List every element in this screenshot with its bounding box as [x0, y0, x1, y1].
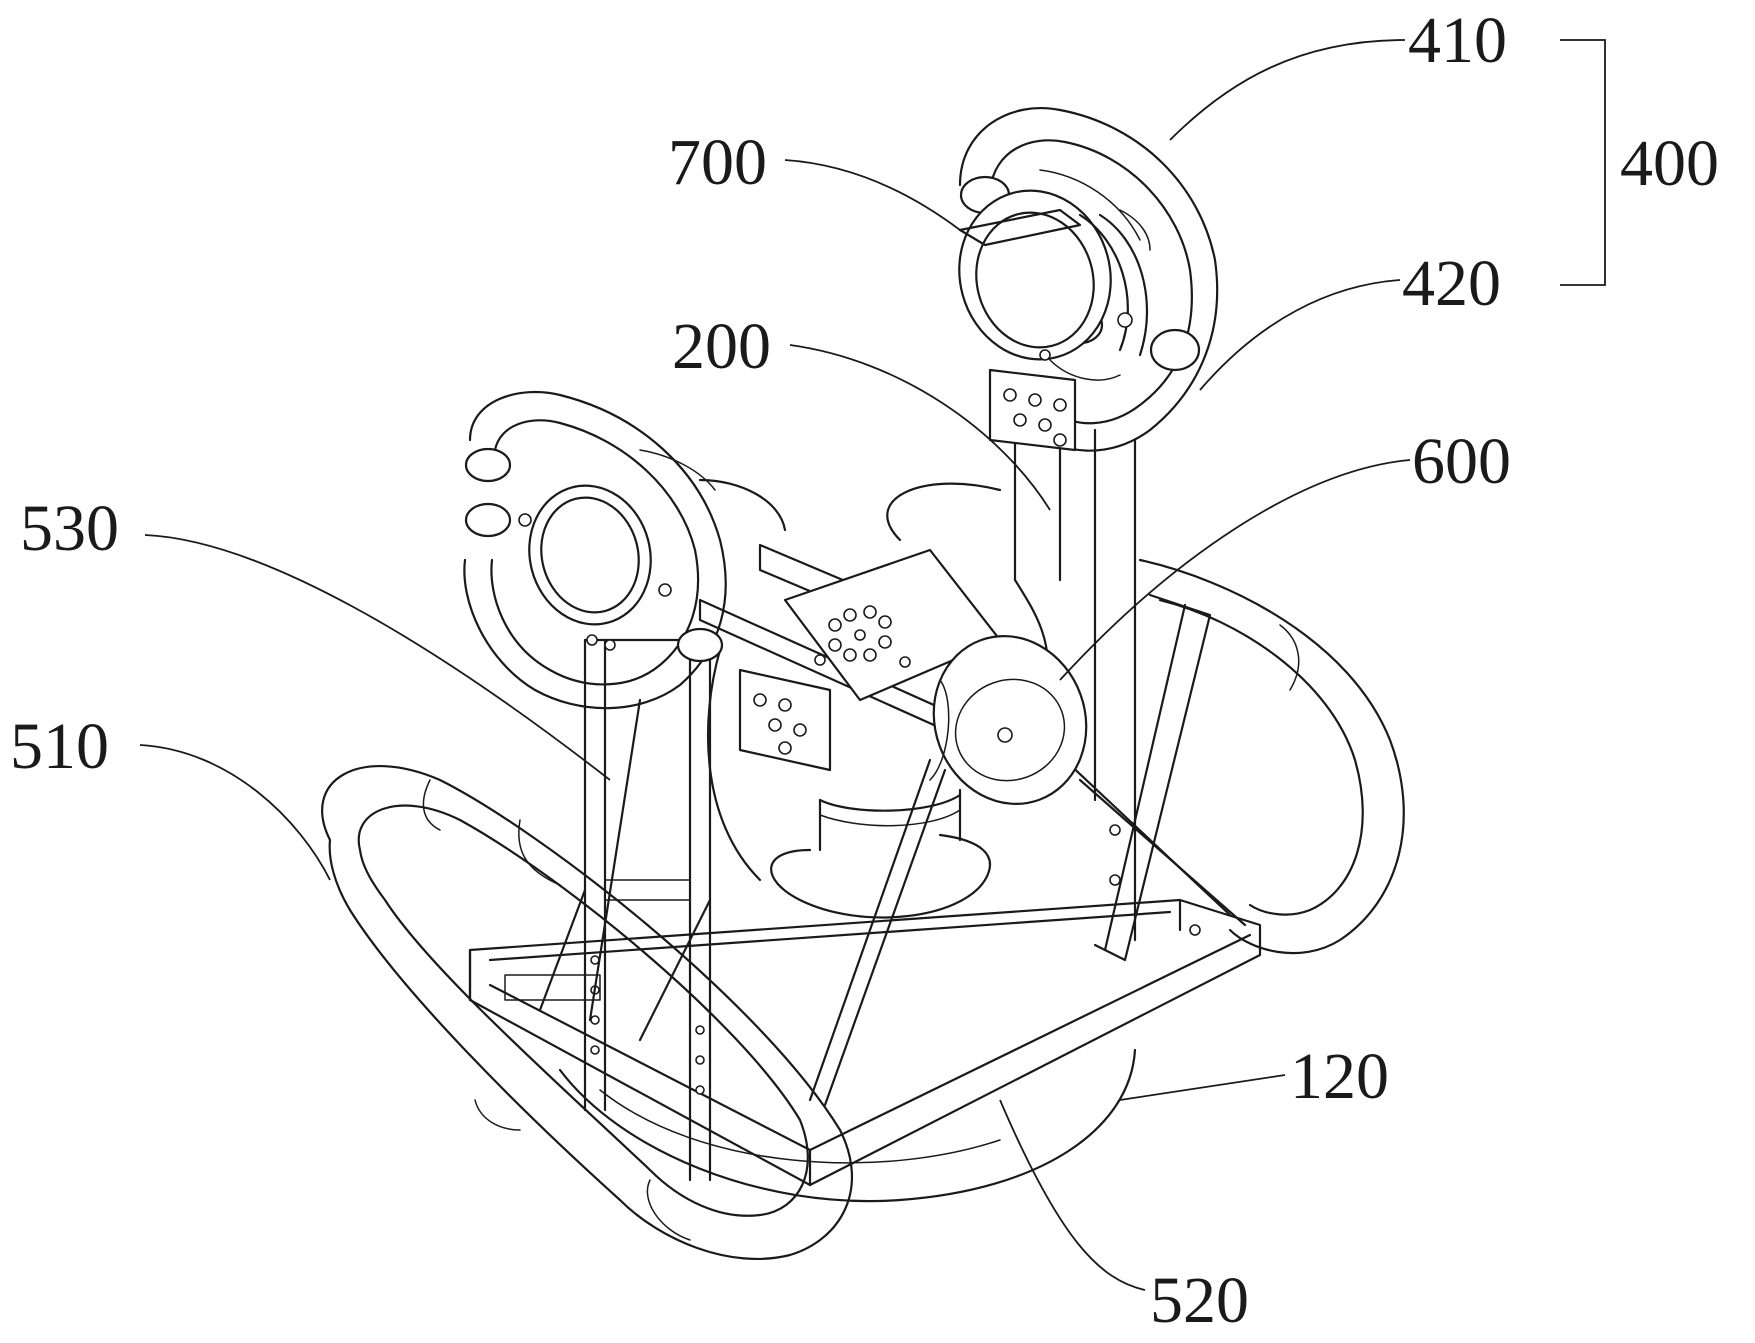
diagonal-braces: [588, 698, 947, 1107]
center-beam: [698, 543, 1002, 772]
label-410: 410: [1408, 4, 1507, 77]
label-700: 700: [668, 126, 767, 199]
inner-ring-420: [1039, 169, 1151, 381]
center-bolt-ring: [814, 605, 911, 668]
label-400: 400: [1620, 127, 1719, 200]
label-600: 600: [1412, 425, 1511, 498]
bolt-strip-left: [590, 955, 705, 1095]
base-plate-120: [558, 1048, 1137, 1203]
mount-plate-right: [988, 368, 1077, 452]
ring-assembly-right: [958, 107, 1219, 452]
label-200: 200: [672, 310, 771, 383]
left-upright-530: [538, 638, 712, 1182]
bumper-510: [321, 764, 854, 1260]
leader-lines: [139, 39, 1606, 1291]
label-120: 120: [1290, 1040, 1389, 1113]
ring-assembly-left: [463, 390, 787, 710]
label-420: 420: [1402, 247, 1501, 320]
bumper-rear-right: [886, 482, 1405, 955]
wheel-600: [929, 635, 1088, 805]
label-530: 530: [20, 492, 119, 565]
label-520: 520: [1150, 1264, 1249, 1337]
label-510: 510: [10, 710, 109, 783]
reference-labels: 410 400 700 420 200 600 530 510 120 520: [10, 4, 1719, 1337]
right-upright-200: [1013, 428, 1247, 962]
clamp-700: [958, 189, 1148, 361]
